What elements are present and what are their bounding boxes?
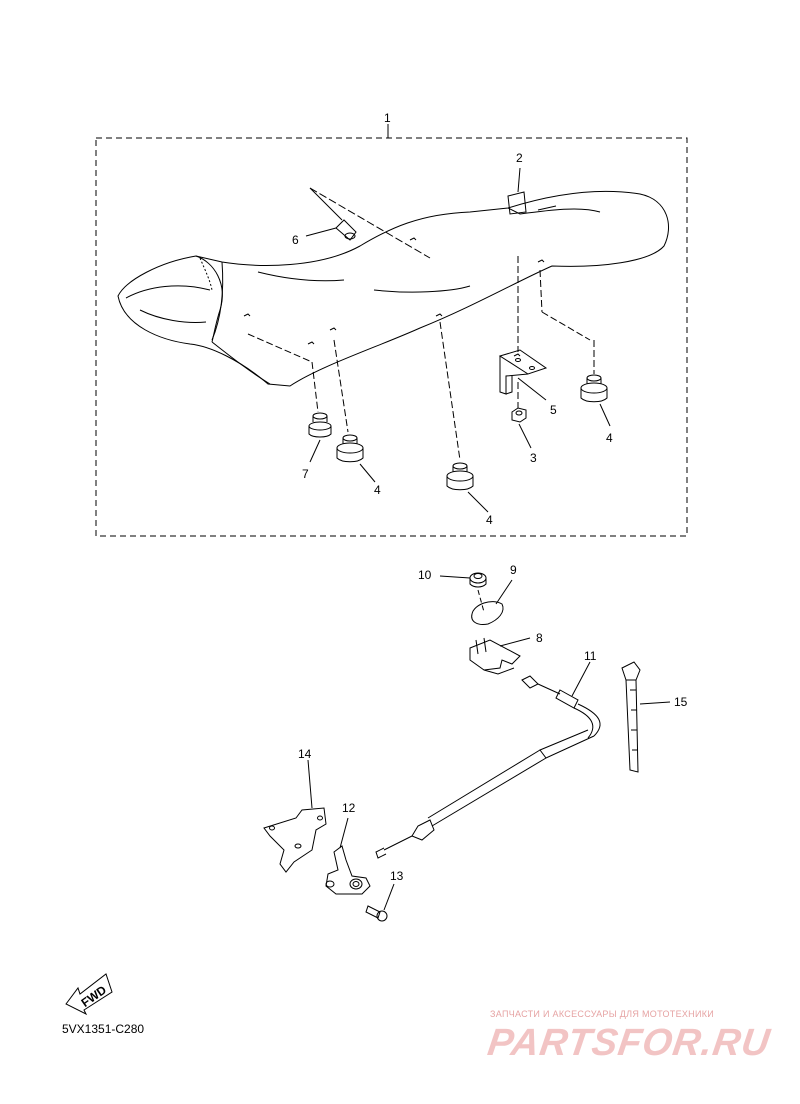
part-6-bumper (305, 187, 431, 259)
callout-4-center: 4 (486, 513, 493, 527)
callout-12: 12 (342, 801, 356, 815)
mount-axes (247, 256, 591, 461)
part-8-holder (469, 637, 531, 675)
callout-5: 5 (550, 403, 557, 417)
callout-8: 8 (536, 631, 543, 645)
part-12-lever (325, 817, 371, 895)
seat-mount-marks (243, 237, 545, 357)
diagram-code: 5VX1351-C280 (62, 1022, 145, 1036)
seat (117, 190, 669, 387)
callout-10: 10 (418, 568, 432, 582)
callout-6: 6 (292, 233, 299, 247)
part-7-damper (308, 412, 332, 438)
callout-3: 3 (530, 451, 537, 465)
callout-1: 1 (384, 111, 391, 125)
callout-14: 14 (298, 747, 312, 761)
callout-9: 9 (510, 563, 517, 577)
watermark-brand: PARTSFOR.RU (485, 1022, 773, 1064)
callout-4-right: 4 (606, 431, 613, 445)
callout-2: 2 (516, 151, 523, 165)
part-4-damper-right (580, 340, 608, 403)
callout-7: 7 (302, 467, 309, 481)
part-14-stay (263, 759, 327, 873)
callout-11: 11 (584, 649, 597, 663)
watermark-tagline: ЗАПЧАСТИ И АКСЕССУАРЫ ДЛЯ МОТОТЕХНИКИ (490, 1009, 715, 1019)
part-13-bolt (365, 883, 395, 922)
part-3-nut (511, 407, 527, 423)
callout-15: 15 (674, 695, 688, 709)
part-11-cable (375, 661, 601, 859)
part-15-cable-tie (621, 661, 671, 773)
part-4-damper-center (446, 462, 474, 491)
part-4-damper-left (336, 434, 364, 463)
part-2-strap (507, 167, 527, 215)
part-10-nut (439, 572, 487, 588)
part-9-plate (471, 579, 513, 625)
fwd-arrow-icon (65, 973, 113, 1016)
leaders-group (309, 377, 611, 513)
callout-13: 13 (390, 869, 404, 883)
seat-assembly-group-box (95, 137, 688, 537)
callout-4-left: 4 (374, 483, 381, 497)
part-5-bracket (498, 349, 548, 395)
